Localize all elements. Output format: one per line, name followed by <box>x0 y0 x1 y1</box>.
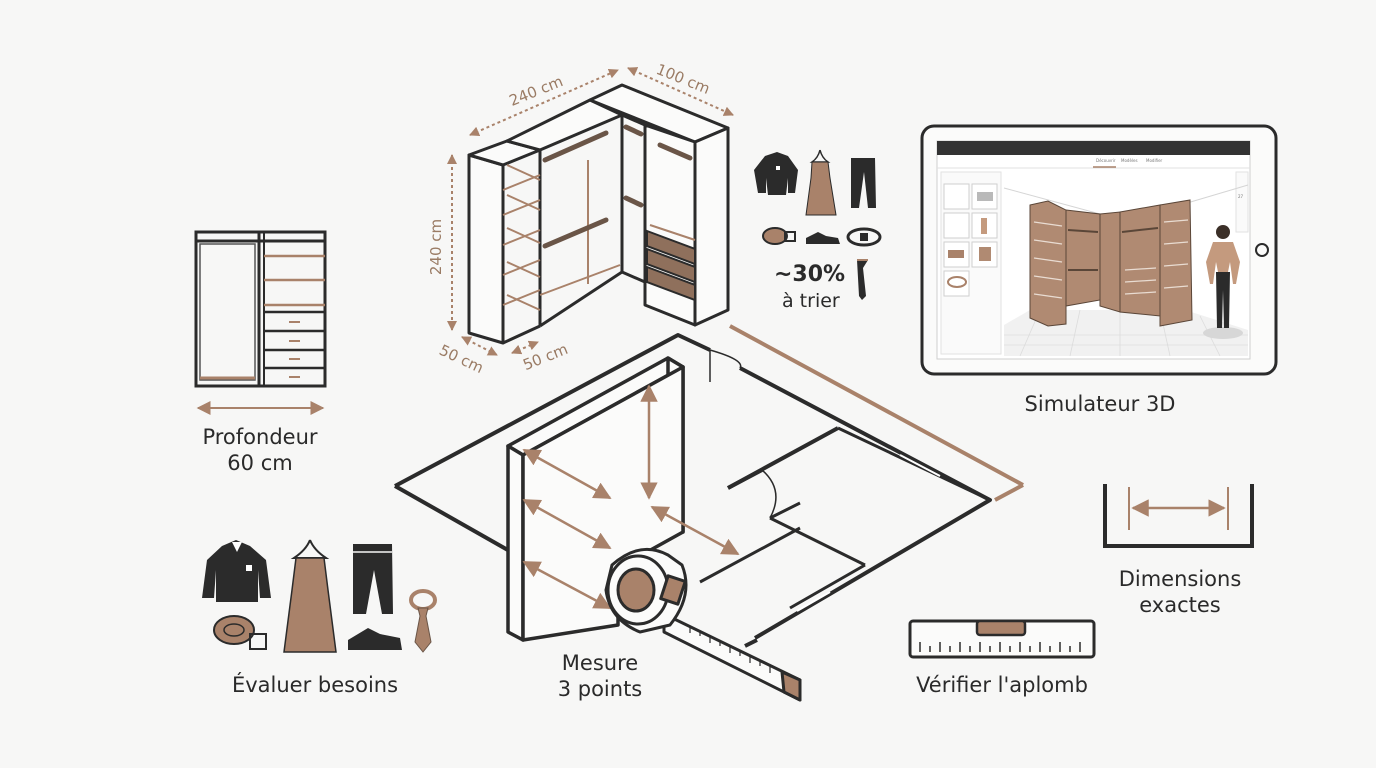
sort-text: à trier <box>782 290 840 312</box>
dims-label: Dimensions exactes <box>1090 566 1270 618</box>
closet-height-label: 240 cm <box>427 218 446 276</box>
needs-label: Évaluer besoins <box>231 673 399 697</box>
sim-tab-models[interactable]: Modèles <box>1121 158 1138 163</box>
closet-shelves <box>502 160 696 311</box>
clothes-icon-small <box>754 149 882 300</box>
depth-label: Profondeur 60 cm <box>160 424 360 476</box>
plan-wall-accent <box>729 324 1024 487</box>
measure-label-line1: Mesure <box>561 651 639 675</box>
wardrobe-icon <box>194 230 327 388</box>
closet-dimension-lines <box>447 67 734 356</box>
closet-rails <box>542 124 693 249</box>
spirit-level-icon <box>908 619 1096 659</box>
dims-label-line2: exactes <box>1139 593 1221 617</box>
measure-label-line2: 3 points <box>557 677 643 701</box>
sim-tab-edit[interactable]: Modifier <box>1146 158 1163 163</box>
plumb-label: Vérifier l'aplomb <box>916 673 1088 697</box>
depth-label-text: Profondeur <box>202 425 318 449</box>
simulator-label: Simulateur 3D <box>1024 392 1176 416</box>
floor-plan-windows <box>796 454 941 612</box>
mannequin-icon <box>1203 225 1243 339</box>
sort-percent: ~30% <box>774 262 846 287</box>
measure-arrows <box>522 384 740 610</box>
clothes-icon <box>202 539 437 653</box>
dims-label-line1: Dimensions <box>1118 567 1242 591</box>
tablet-icon <box>920 124 1278 376</box>
floor-plan-icon <box>394 333 992 648</box>
plan-wall-accent-return <box>994 483 1024 502</box>
closet-drawers <box>646 229 696 302</box>
dimension-bracket-icon <box>1103 484 1254 548</box>
measure-label: Mesure 3 points <box>520 650 680 702</box>
floor-plan-doors <box>709 349 777 519</box>
sim-side-value: 27 <box>1238 194 1244 199</box>
tape-measure-icon <box>604 547 802 702</box>
depth-label-value: 60 cm <box>227 451 293 475</box>
sim-tab-discover[interactable]: Découvrir <box>1096 158 1116 163</box>
